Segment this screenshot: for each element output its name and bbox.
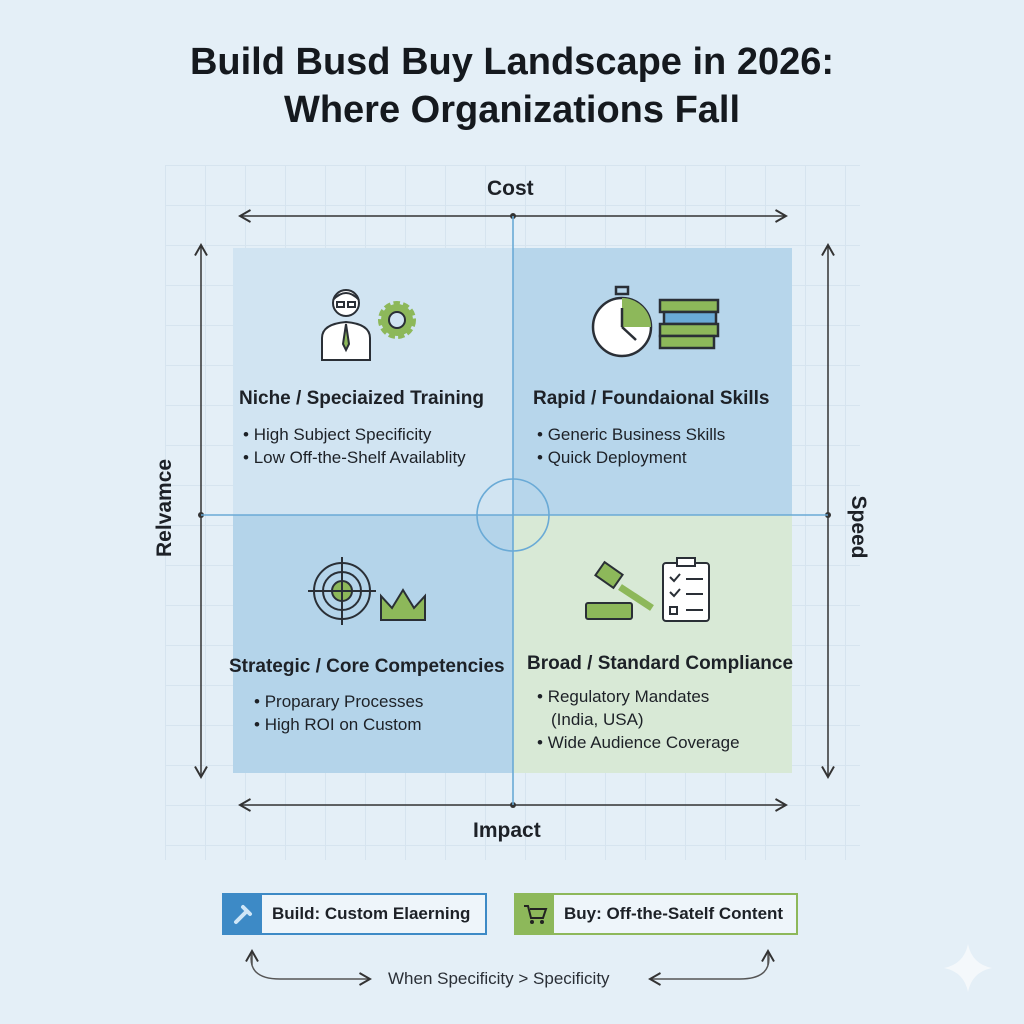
quadrant-bullets: High Subject SpecificityLow Off-the-Shel… bbox=[243, 423, 466, 469]
page-title: Build Busd Buy Landscape in 2026:Where O… bbox=[189, 41, 835, 131]
legend-buy: Buy: Off-the-Satelf Content bbox=[514, 893, 798, 935]
quadrant-bullets: Proparary ProcessesHigh ROI on Custom bbox=[254, 690, 424, 736]
center-crosshair bbox=[201, 216, 828, 805]
quadrant-bullets: Regulatory Mandates(India, USA)Wide Audi… bbox=[537, 685, 740, 754]
quadrant-title: Rapid / Foundaional Skills bbox=[533, 388, 770, 409]
axis-arrows bbox=[194, 209, 835, 812]
quadrant-bullets: Generic Business SkillsQuick Deployment bbox=[537, 423, 726, 469]
quadrant-rapid bbox=[513, 248, 792, 515]
quadrant-niche bbox=[233, 248, 513, 515]
stopwatch-books-icon bbox=[591, 285, 720, 358]
comparison-arrows bbox=[245, 949, 775, 986]
axis-label-right: Speed bbox=[847, 495, 870, 559]
axis-label-top: Cost bbox=[487, 177, 534, 200]
hammer-icon bbox=[224, 895, 262, 933]
comparison-note: When Specificity > Specificity bbox=[388, 969, 610, 988]
quadrant-broad bbox=[513, 515, 792, 773]
axis-label-bottom: Impact bbox=[473, 819, 541, 842]
target-crown-icon bbox=[308, 557, 426, 625]
sparkle-icon bbox=[944, 944, 992, 992]
specialist-gear-icon bbox=[321, 289, 416, 361]
axis-label-left: Relvamce bbox=[153, 458, 176, 557]
quadrant-title: Niche / Speciaized Training bbox=[239, 388, 484, 409]
quadrant-title: Strategic / Core Competencies bbox=[229, 656, 505, 677]
quadrant-title: Broad / Standard Compliance bbox=[527, 653, 794, 674]
legend-build: Build: Custom Elaerning bbox=[222, 893, 487, 935]
cart-icon bbox=[516, 895, 554, 933]
gavel-checklist-icon bbox=[585, 557, 710, 622]
